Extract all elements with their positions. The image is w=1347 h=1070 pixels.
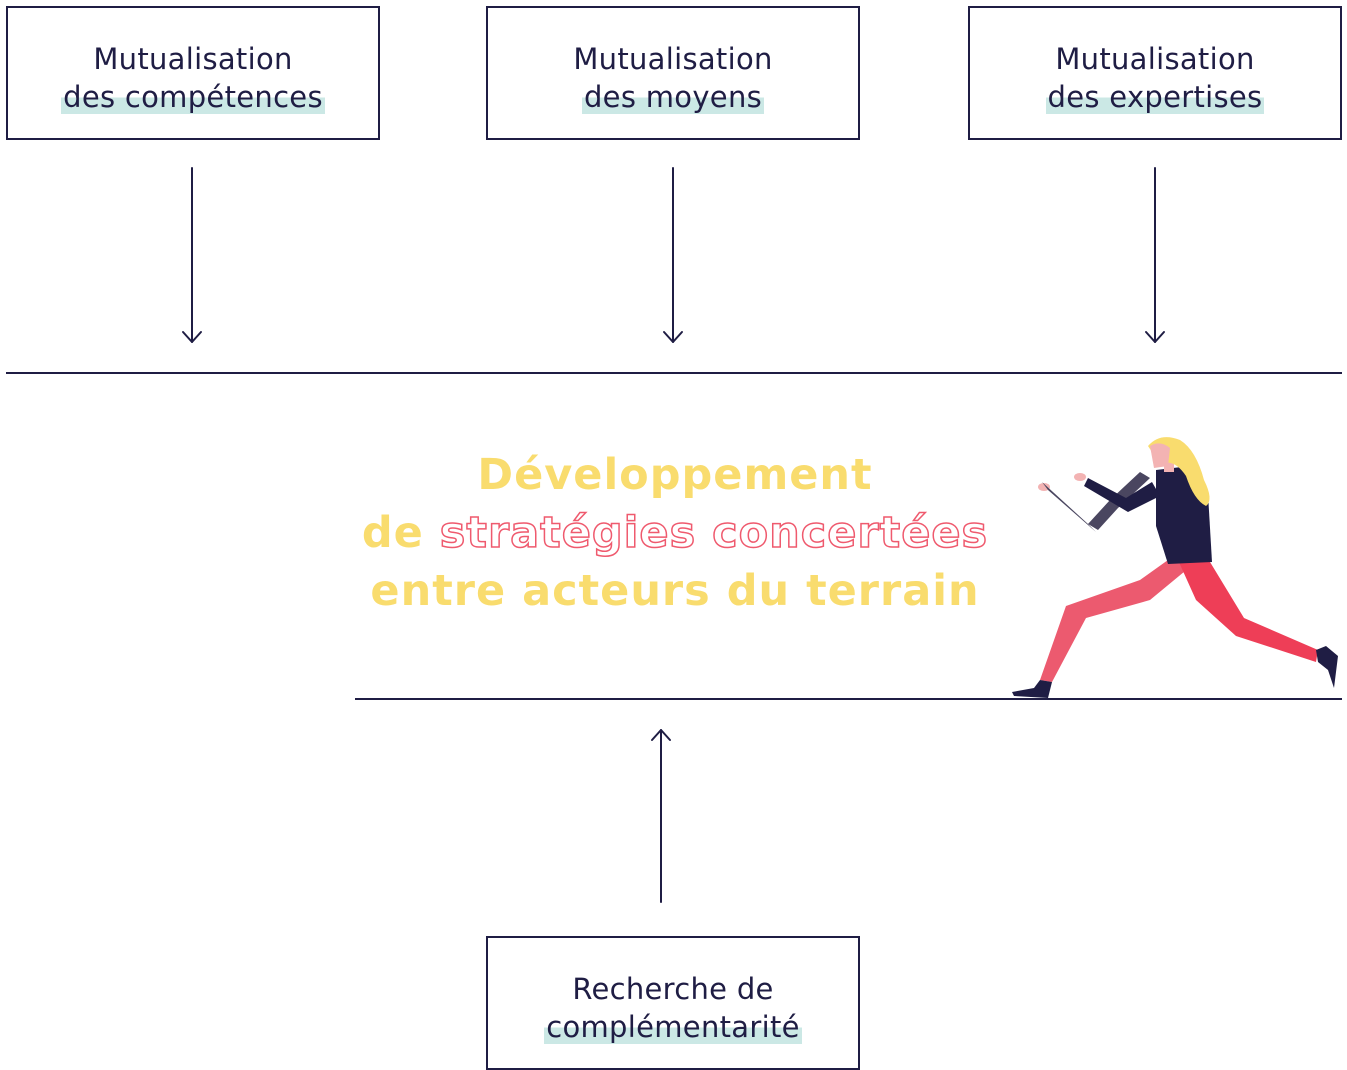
headline-line2: de stratégies concertées [320, 504, 1030, 562]
box-mutualisation-expertises: Mutualisation des expertises [968, 6, 1342, 140]
divider-ground [355, 698, 1342, 700]
box-title: Mutualisation [93, 42, 293, 76]
box-recherche-complementarite: Recherche de complémentarité [486, 936, 860, 1070]
box-subtitle-highlight: des compétences [61, 80, 325, 114]
box-mutualisation-moyens: Mutualisation des moyens [486, 6, 860, 140]
box-title: Mutualisation [1055, 42, 1255, 76]
headline-outline-text: stratégies concertées [439, 507, 989, 559]
box-title: Recherche de [572, 972, 774, 1006]
arrow-down-competences [182, 167, 202, 343]
box-subtitle-highlight: des moyens [581, 80, 765, 114]
headline-prefix: de [361, 508, 440, 558]
arrow-up-complementarite [651, 729, 671, 903]
box-mutualisation-competences: Mutualisation des compétences [6, 6, 380, 140]
headline-line1: Développement [477, 450, 873, 500]
box-subtitle-highlight: des expertises [1045, 80, 1265, 114]
box-subtitle-highlight: complémentarité [544, 1010, 802, 1044]
arrow-down-moyens [663, 167, 683, 343]
arrow-down-expertises [1145, 167, 1165, 343]
box-title: Mutualisation [573, 42, 773, 76]
headline: Développement de stratégies concertées e… [320, 446, 1030, 620]
divider-top [6, 372, 1342, 374]
headline-line3: entre acteurs du terrain [370, 566, 980, 616]
running-woman-illustration [1012, 437, 1338, 698]
